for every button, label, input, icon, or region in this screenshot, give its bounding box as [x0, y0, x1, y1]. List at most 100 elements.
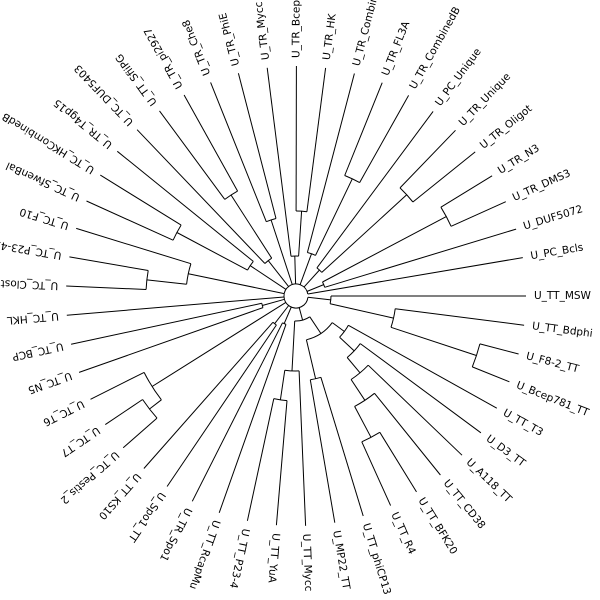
- tree-branch: [273, 398, 288, 402]
- tree-branch: [274, 305, 290, 325]
- leaf-label: U_TT_phiCP13: [360, 522, 393, 596]
- leaf-label: U_TC_N5: [26, 369, 73, 396]
- tree-branch: [172, 224, 182, 241]
- tree-branch: [361, 431, 381, 443]
- tree-branch: [390, 308, 396, 328]
- tree-branch: [145, 270, 149, 290]
- tree-branch: [344, 82, 383, 176]
- leaf-label: U_F8-2_TT: [525, 350, 581, 375]
- tree-branch: [149, 399, 162, 410]
- tree-branch: [279, 370, 286, 400]
- leaf-label: U_TR_Mycc: [253, 1, 272, 61]
- leaf-label: U_TC_BCP: [11, 340, 64, 363]
- tree-branch: [399, 187, 414, 203]
- tree-branch: [262, 298, 285, 306]
- leaf-label: U_TC_P23-45: [0, 238, 63, 261]
- tree-branch: [283, 283, 309, 309]
- tree-branch: [306, 67, 327, 212]
- tree-branch: [283, 306, 292, 324]
- leaf-label: U_TT_SfiiPG: [113, 51, 159, 108]
- leaf-label: U_TR_Oligot: [478, 103, 535, 152]
- tree-branch: [361, 441, 392, 506]
- tree-branch: [191, 322, 283, 502]
- leaf-label: U_TC_HKL: [6, 310, 59, 326]
- tree-branch: [143, 372, 162, 401]
- tree-branch: [298, 307, 304, 321]
- tree-branch: [332, 322, 345, 332]
- tree-branch: [66, 296, 285, 316]
- tree-branch: [159, 110, 226, 200]
- tree-branch: [270, 219, 293, 285]
- tree-branch: [266, 67, 292, 257]
- tree-branch: [78, 307, 264, 373]
- tree-branch: [395, 308, 525, 326]
- tree-branch: [360, 343, 482, 434]
- tree-branch: [306, 284, 324, 292]
- tree-branch: [146, 279, 187, 285]
- tree-branch: [136, 129, 266, 264]
- leaf-label: U_TT_KS10: [96, 471, 143, 522]
- tree-branch: [122, 417, 158, 449]
- tree-branch: [230, 194, 273, 259]
- tree-branch: [275, 400, 288, 526]
- leaf-label: U_MP22_TT: [330, 530, 352, 591]
- tree-branch: [479, 343, 519, 355]
- tree-branch: [294, 316, 311, 322]
- leaf-label: U_PC_Bcls: [530, 242, 584, 263]
- leaf-label: U_TT_BFK20: [416, 496, 460, 557]
- tree-branch: [324, 228, 517, 288]
- leaf-label: U_TT_RcapMu: [187, 518, 223, 591]
- leaf-label: U_TR_PhiE: [217, 11, 242, 67]
- tree-branch: [329, 303, 394, 319]
- tree-branch: [322, 216, 447, 283]
- tree-branch: [306, 73, 355, 253]
- tree-branch: [188, 273, 285, 295]
- leaf-label: U_TR_N3: [496, 142, 542, 176]
- tree-branch: [299, 253, 312, 285]
- tree-branch: [307, 296, 331, 301]
- leaf-label: U_TT_T3: [501, 407, 545, 439]
- tree-branch: [249, 265, 287, 290]
- tree-branch: [316, 111, 434, 269]
- tree-branch: [100, 174, 182, 226]
- tree-branch: [237, 73, 277, 219]
- leaf-label: U_TT_R4: [388, 510, 418, 556]
- tree-branch: [440, 206, 452, 227]
- tree-branch: [210, 82, 267, 222]
- tree-branch: [309, 316, 322, 334]
- tree-branch: [321, 194, 408, 273]
- tree-branch: [450, 201, 507, 227]
- tree-branch: [346, 357, 361, 374]
- leaf-label: U_TR_DMS3: [511, 167, 573, 204]
- tree-branch: [307, 252, 316, 256]
- tree-branch: [105, 399, 143, 426]
- tree-branch: [224, 190, 238, 200]
- tree-branch: [379, 432, 417, 493]
- tree-branch: [367, 364, 463, 456]
- leaf-label: U_DUF5072: [522, 203, 584, 232]
- tree-branch: [69, 256, 149, 271]
- tree-branch: [66, 285, 147, 290]
- leaf-label: U_TR_pi2927: [142, 25, 186, 90]
- tree-branch: [183, 94, 239, 192]
- tree-branch: [320, 377, 364, 517]
- tree-branch: [471, 343, 481, 368]
- leaf-label: U_Spo1_TT: [125, 490, 167, 545]
- leaf-label: U_TC_T6: [41, 398, 86, 429]
- tree-branch: [298, 370, 307, 526]
- tree-branch: [218, 324, 287, 513]
- tree-branch: [151, 301, 287, 387]
- tree-branch: [390, 326, 477, 356]
- tree-branch: [176, 232, 248, 271]
- tree-branch: [472, 366, 510, 383]
- tree-branch: [266, 218, 277, 223]
- tree-branch: [399, 129, 456, 189]
- tree-branch: [86, 200, 174, 241]
- leaf-label: U_TC_SfwenBal: [4, 159, 82, 203]
- tree-branch: [246, 398, 275, 521]
- tree-branch: [350, 364, 369, 380]
- tree-branch: [354, 406, 372, 438]
- leaf-label: U_TT_Mycc: [300, 534, 314, 592]
- tree-branch: [305, 339, 317, 379]
- tree-branch: [350, 379, 366, 401]
